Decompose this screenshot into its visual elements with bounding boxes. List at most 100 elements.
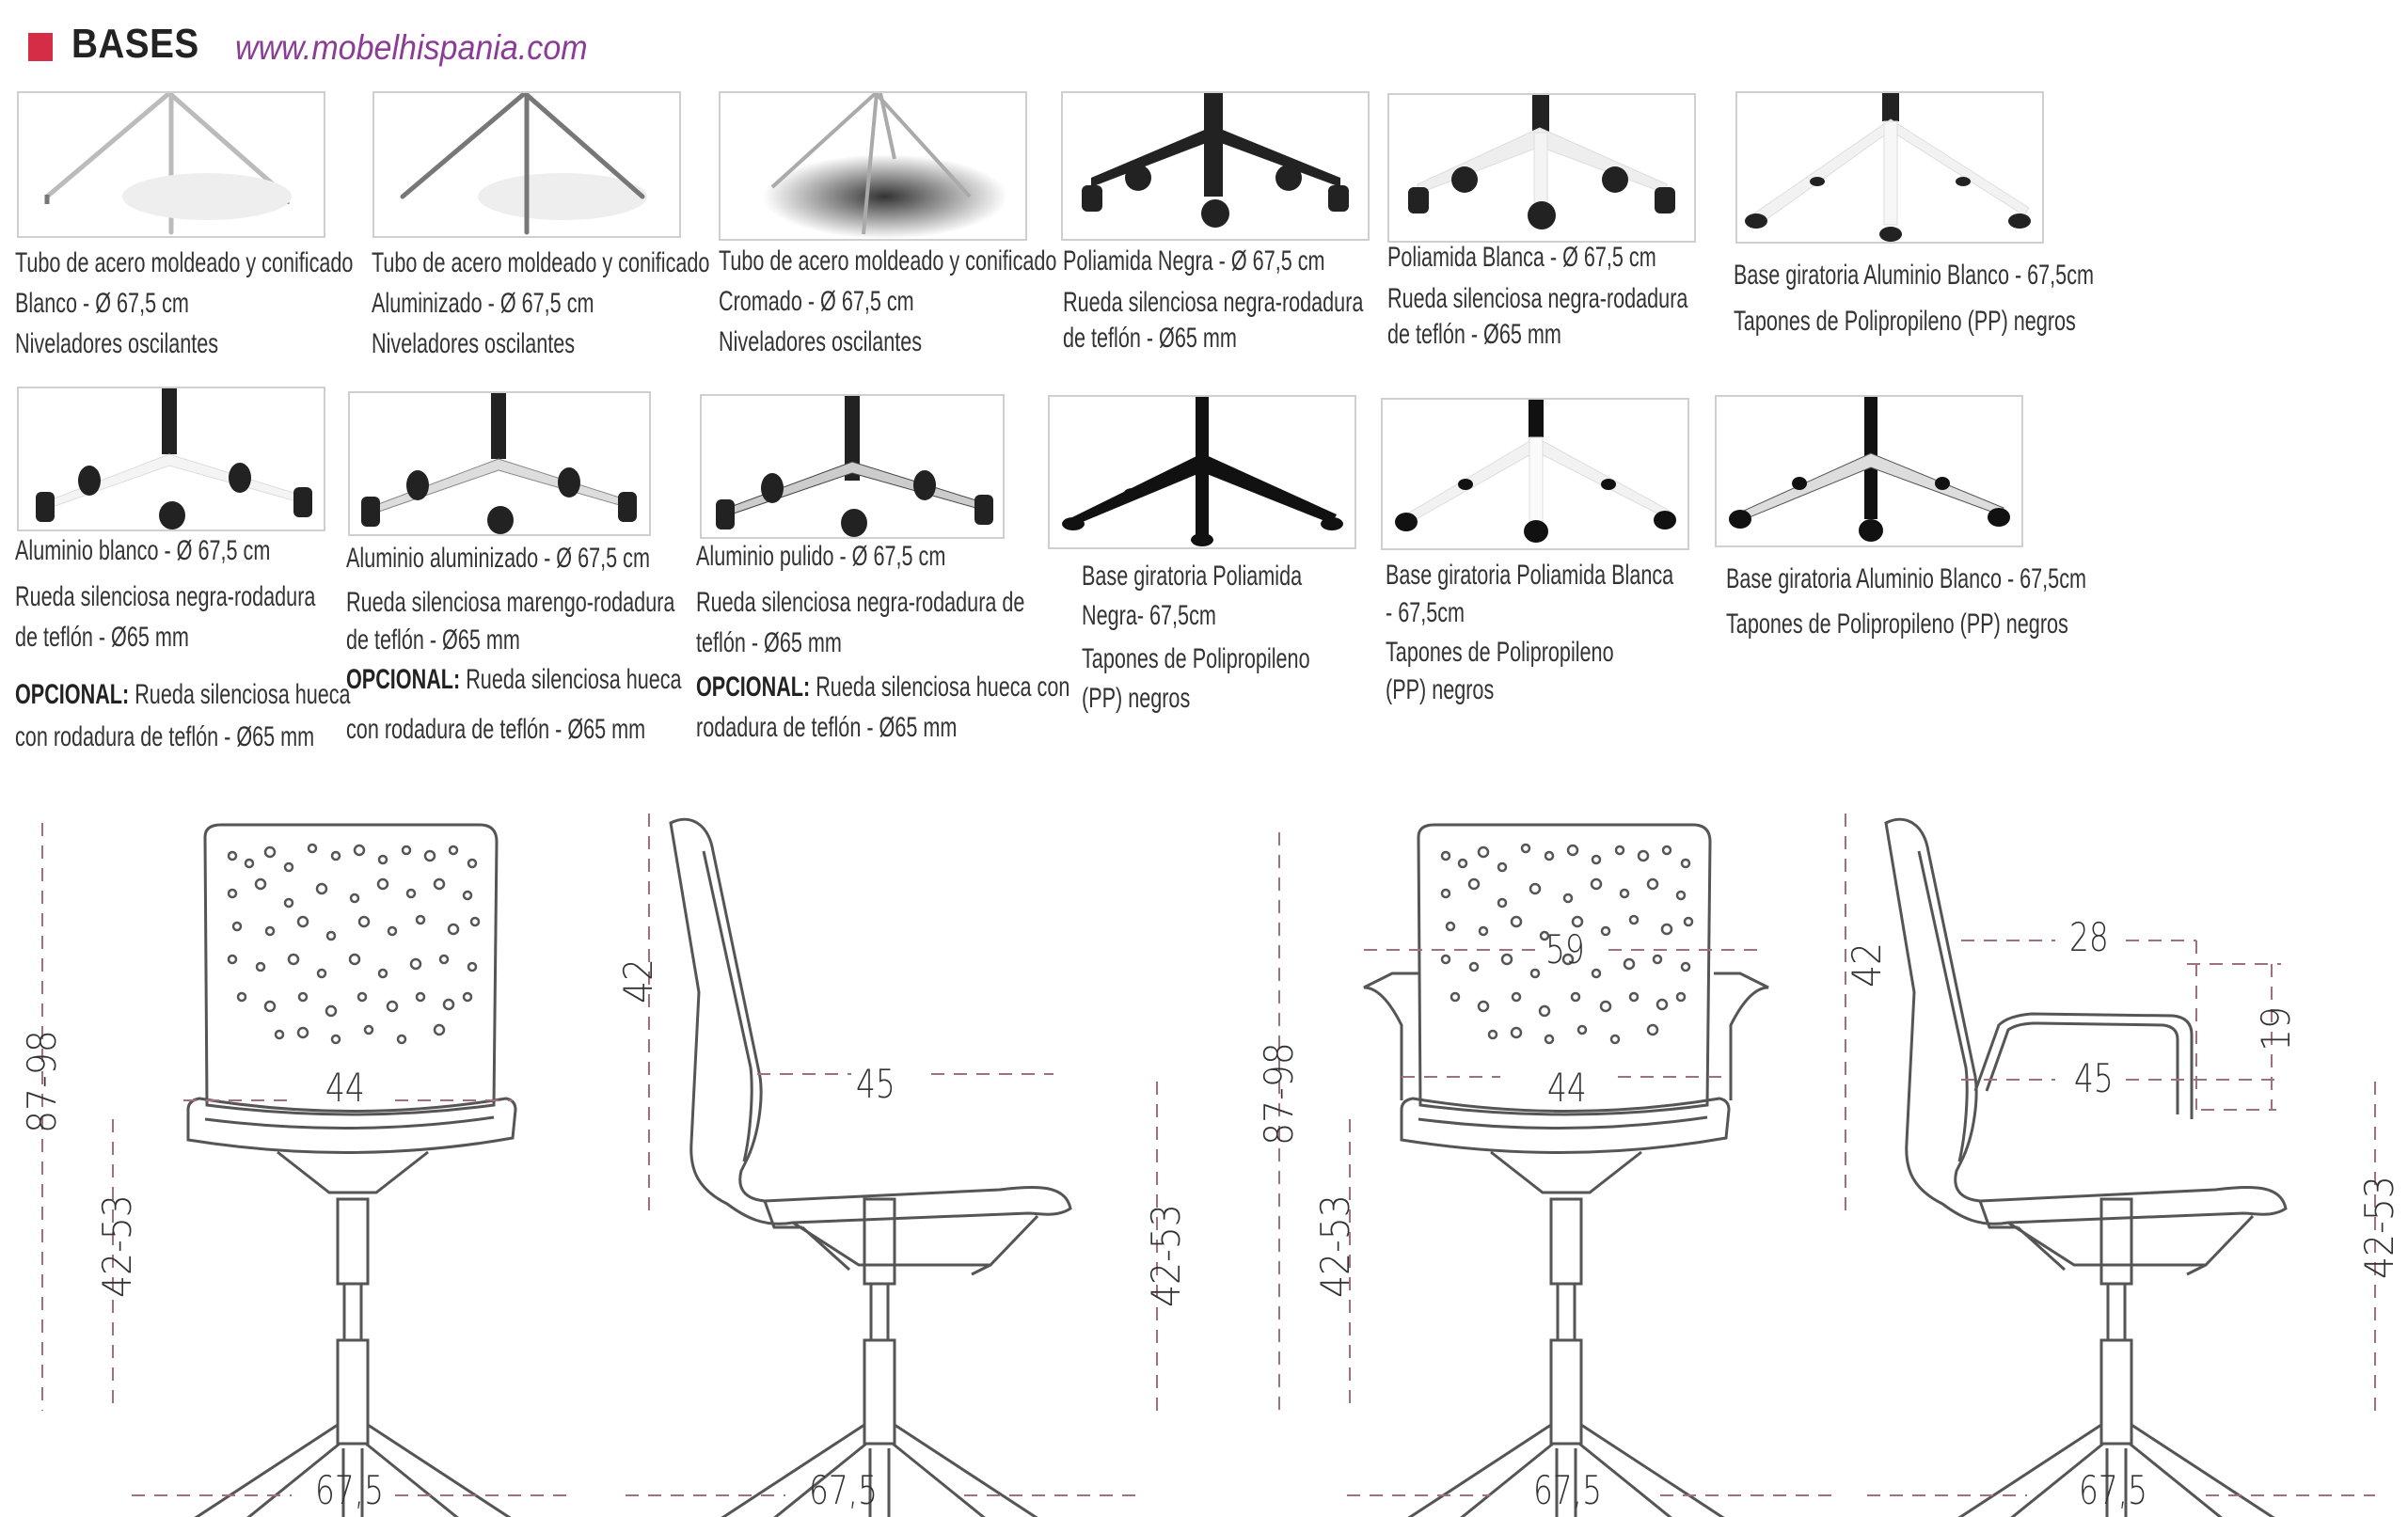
base-caption: Aluminio blanco - Ø 67,5 cm Rueda silenc… — [15, 530, 351, 757]
caption-line: Rueda silenciosa negra-rodadura — [15, 581, 316, 612]
caption-line: de teflón - Ø65 mm — [1063, 323, 1237, 354]
caption-line: Aluminio pulido - Ø 67,5 cm — [696, 541, 946, 572]
chair1-front-view — [92, 823, 613, 1517]
four-leg-base-icon — [44, 93, 292, 235]
caption-line: Tubo de acero moldeado y conificado — [372, 247, 710, 278]
glide-base-icon — [1395, 400, 1676, 543]
chair1-side-view — [619, 817, 1140, 1517]
caption-line: Tubo de acero moldeado y conificado — [719, 245, 1057, 277]
optional-label: OPCIONAL: — [346, 664, 461, 695]
dim-seat-width-chair1: 44 — [325, 1065, 365, 1111]
four-leg-base-icon — [400, 93, 647, 235]
caption-line: Rueda silenciosa negra-rodadura de — [696, 587, 1025, 618]
dimension-lines — [41, 814, 2376, 1496]
section-bullet — [28, 33, 53, 61]
dim-seat-width-chair2: 44 — [1547, 1065, 1587, 1111]
glide-base-icon — [1745, 93, 2031, 242]
wheeled-base-icon — [1408, 95, 1675, 229]
dim-base-width-chair1-side: 67,5 — [809, 1467, 878, 1513]
dim-total-height-chair2: 87-98 — [1256, 1042, 1302, 1146]
optional-label: OPCIONAL: — [696, 672, 811, 703]
base-caption: Base giratoria Poliamida Negra- 67,5cm T… — [1082, 557, 1310, 719]
base-thumb-white-polyamide — [1387, 93, 1696, 243]
caption-line: Base giratoria Aluminio Blanco - 67,5cm — [1734, 260, 2094, 291]
dim-seat-depth-chair1: 45 — [856, 1061, 895, 1107]
optional-text: con rodadura de teflón - Ø65 mm — [15, 721, 315, 752]
section-title: BASES — [71, 21, 199, 67]
four-leg-base-icon — [763, 93, 1007, 239]
caption-line: - 67,5cm — [1386, 597, 1465, 628]
caption-line: de teflón - Ø65 mm — [15, 622, 189, 653]
caption-line: Base giratoria Poliamida Blanca — [1386, 560, 1674, 591]
optional-text: Rueda silenciosa hueca — [135, 679, 351, 710]
base-caption: Poliamida Negra - Ø 67,5 cm Rueda silenc… — [1063, 241, 1363, 356]
optional-note: OPCIONAL: Rueda silenciosa hueca — [346, 659, 682, 700]
glide-base-icon — [1062, 397, 1343, 546]
caption-line: Tapones de Polipropileno — [1082, 643, 1310, 674]
optional-note: OPCIONAL: Rueda silenciosa hueca — [15, 674, 351, 715]
base-caption: Poliamida Blanca - Ø 67,5 cm Rueda silen… — [1387, 237, 1687, 353]
wheeled-base-icon — [36, 388, 312, 529]
dim-base-width-chair1-front: 67,5 — [315, 1467, 384, 1513]
dim-seat-height-chair1-front: 42-53 — [94, 1194, 140, 1298]
caption-line: Tapones de Polipropileno (PP) negros — [1734, 306, 2076, 337]
dim-back-height-chair1: 42 — [615, 957, 661, 1003]
dim-arm-width-chair2: 59 — [1545, 926, 1585, 972]
optional-text: con rodadura de teflón - Ø65 mm — [346, 714, 646, 745]
caption-line: Tapones de Polipropileno — [1386, 637, 1614, 668]
base-thumb-white-aluminium-glide — [1735, 91, 2044, 244]
caption-line: Rueda silenciosa negra-rodadura — [1387, 283, 1688, 314]
dim-arm-length-chair2: 28 — [2069, 914, 2109, 960]
dim-base-width-chair2-front: 67,5 — [1533, 1467, 1602, 1513]
dim-base-width-chair2-side: 67,5 — [2079, 1467, 2147, 1513]
chair2-side-view — [1856, 817, 2377, 1517]
base-thumb-white-aluminium — [17, 387, 325, 531]
base-caption: Tubo de acero moldeado y conificado Alum… — [372, 243, 709, 364]
optional-note: OPCIONAL: Rueda silenciosa hueca con — [696, 667, 1069, 707]
base-caption: Base giratoria Poliamida Blanca - 67,5cm… — [1386, 557, 1673, 709]
website-link[interactable]: www.mobelhispania.com — [235, 28, 588, 67]
glide-base-icon — [1729, 397, 2010, 542]
caption-line: Aluminizado - Ø 67,5 cm — [372, 288, 594, 319]
base-caption: Aluminio pulido - Ø 67,5 cm Rueda silenc… — [696, 536, 1069, 748]
caption-line: Niveladores oscilantes — [719, 326, 923, 357]
caption-line: Niveladores oscilantes — [372, 328, 576, 359]
dim-arm-height-chair2: 19 — [2253, 1005, 2299, 1051]
caption-line: Poliamida Blanca - Ø 67,5 cm — [1387, 242, 1656, 273]
caption-line: Base giratoria Poliamida — [1082, 561, 1303, 592]
base-thumb-black-polyamide-glide — [1048, 395, 1356, 549]
chair-dimension-drawings — [41, 814, 2377, 1517]
caption-line: Cromado - Ø 67,5 cm — [719, 286, 914, 317]
optional-text: rodadura de teflón - Ø65 mm — [696, 712, 958, 743]
caption-line: Blanco - Ø 67,5 cm — [15, 288, 189, 319]
dim-seat-height-chair2-side: 42-53 — [2356, 1176, 2402, 1279]
base-thumb-aluminium-glide — [1715, 395, 2023, 547]
caption-line: Tubo de acero moldeado y conificado — [15, 247, 354, 278]
caption-line: Base giratoria Aluminio Blanco - 67,5cm — [1726, 563, 2086, 594]
caption-line: Rueda silenciosa marengo-rodadura — [346, 587, 675, 618]
base-thumb-chrome-steel — [719, 91, 1027, 241]
optional-label: OPCIONAL: — [15, 679, 130, 710]
caption-line: Poliamida Negra - Ø 67,5 cm — [1063, 245, 1325, 277]
caption-line: Rueda silenciosa negra-rodadura — [1063, 287, 1364, 318]
dim-back-height-chair2: 42 — [1844, 941, 1890, 988]
dim-seat-height-chair2-front: 42-53 — [1312, 1194, 1358, 1298]
base-thumb-aluminized-aluminium — [348, 391, 651, 536]
base-thumb-white-polyamide-glide — [1381, 398, 1689, 550]
wheeled-base-icon — [1082, 93, 1349, 228]
base-thumb-aluminized-steel — [372, 91, 681, 238]
base-thumb-black-polyamide — [1061, 91, 1370, 241]
base-thumb-polished-aluminium — [700, 394, 1005, 539]
base-caption: Tubo de acero moldeado y conificado Blan… — [15, 243, 353, 364]
base-caption: Tubo de acero moldeado y conificado Crom… — [719, 241, 1056, 362]
caption-line: Aluminio blanco - Ø 67,5 cm — [15, 535, 271, 566]
dim-seat-height-chair1-side: 42-53 — [1143, 1204, 1189, 1307]
base-caption: Base giratoria Aluminio Blanco - 67,5cm … — [1734, 252, 2094, 344]
base-caption: Aluminio aluminizado - Ø 67,5 cm Rueda s… — [346, 538, 682, 750]
caption-line: Negra- 67,5cm — [1082, 600, 1216, 631]
dim-seat-depth-chair2: 45 — [2074, 1055, 2114, 1101]
caption-line: (PP) negros — [1082, 683, 1191, 714]
chair2-front-view — [1306, 823, 1827, 1517]
caption-line: Tapones de Polipropileno (PP) negros — [1726, 608, 2068, 640]
caption-line: Niveladores oscilantes — [15, 328, 219, 359]
